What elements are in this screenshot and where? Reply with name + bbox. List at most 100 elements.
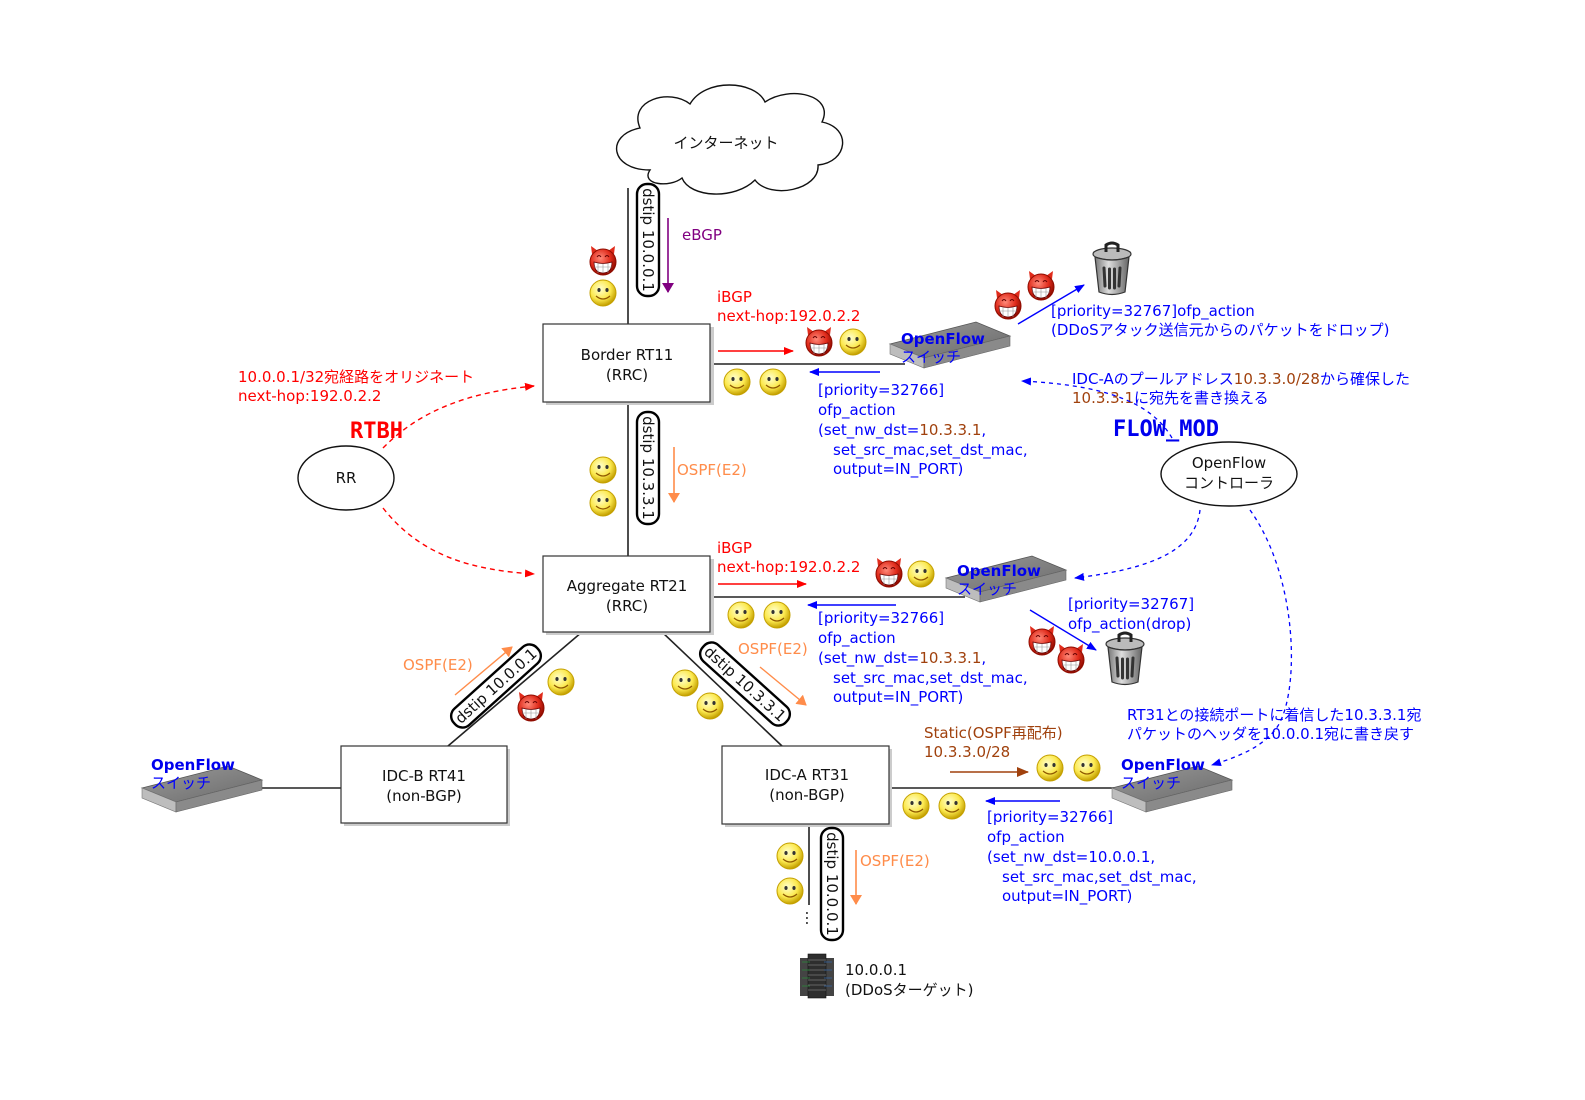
dstip-pill-border-aggregate: dstip 10.3.3.1 [635,410,661,526]
devil-face-icon [875,557,903,588]
smiley-face-icon [763,601,791,629]
svg-text:set_src_mac,set_dst_mac,: set_src_mac,set_dst_mac, [833,669,1028,688]
link-aggregate-idca [661,631,783,747]
rr-nexthop-text: next-hop:192.0.2.2 [238,387,381,405]
smiley-face-icon [776,842,804,870]
devil-face-icon [1028,625,1056,656]
router-idca-rt31[interactable]: IDC-A RT31 (non-BGP) [721,745,892,827]
ospf-arrow-aggregate-idca [759,666,807,706]
router-idcb-rt41[interactable]: IDC-B RT41 (non-BGP) [340,745,510,826]
svg-text:[priority=32766]: [priority=32766] [987,808,1113,826]
ospf-label-idca-target: OSPF(E2) [860,852,930,870]
aggregate-drop-rule-line2: ofp_action(drop) [1068,615,1191,634]
aggregate-ibgp-label: iBGP [717,539,752,557]
svg-text:[priority=32766]: [priority=32766] [818,381,944,399]
ddos-target-server[interactable]: 10.0.0.1 (DDoSターゲット) [800,953,974,999]
controller-rewrite-text-line1: IDC-Aのプールアドレス10.3.3.0/28から確保した [1072,370,1410,388]
openflow-switch-border[interactable]: OpenFlow スイッチ [889,321,1011,369]
svg-text:dstip 10.0.0.1: dstip 10.0.0.1 [823,832,841,936]
trash-can-icon [1091,241,1133,296]
smiley-face-icon [1073,754,1101,782]
svg-text:set_src_mac,set_dst_mac,: set_src_mac,set_dst_mac, [833,441,1028,460]
smiley-face-icon [902,792,930,820]
internet-cloud: インターネット [615,84,844,195]
ebgp-label: eBGP [682,226,722,244]
smiley-face-icon [759,368,787,396]
rr-to-aggregate-dashed-arrow [382,507,535,578]
static-route-label: Static(OSPF再配布) [924,724,1063,742]
border-drop-rule-line2: (DDoSアタック送信元からのパケットをドロップ) [1051,321,1390,339]
smiley-face-icon [907,560,935,588]
link-aggregate-idcb [447,631,583,747]
switch-label-line1: OpenFlow [1121,756,1205,774]
aggregate-rewrite-rule: [priority=32766] ofp_action (set_nw_dst=… [818,609,1028,707]
devil-face-icon [994,289,1022,320]
border-ibgp-label: iBGP [717,288,752,306]
switch-label-line2: スイッチ [1121,774,1181,792]
rr-label: RR [336,469,357,487]
ospf-label-aggregate-idcb: OSPF(E2) [403,656,473,674]
aggregate-drop-arrow [1029,609,1097,651]
smiley-face-icon [547,668,575,696]
switch-label-line1: OpenFlow [901,330,985,348]
dstip-pill-idca-target: dstip 10.0.0.1 [819,826,845,942]
internet-label: インターネット [673,134,778,152]
ospf-arrow-aggregate-idcb [454,646,513,696]
router-role: (RRC) [606,366,648,384]
controller-rewrite-text-line2: 10.3.3.1に宛先を書き換える [1072,389,1269,407]
svg-text:ofp_action: ofp_action [987,828,1065,847]
openflow-switch-aggregate[interactable]: OpenFlow スイッチ [945,555,1067,603]
controller-label-line1: OpenFlow [1192,454,1266,472]
switch-label-line1: OpenFlow [151,756,235,774]
devil-face-icon [589,245,617,276]
cloud-shape [615,84,844,195]
rr-originate-text: 10.0.0.1/32宛経路をオリジネート [238,368,474,386]
svg-text:output=IN_PORT): output=IN_PORT) [1002,887,1132,906]
controller-restore-text-line1: RT31との接続ポートに着信した10.3.3.1宛 [1127,706,1421,724]
idca-rewrite-rule: [priority=32766] ofp_action (set_nw_dst=… [987,808,1197,906]
smiley-face-icon [589,279,617,307]
link-continuation-ellipsis: … [802,911,820,926]
aggregate-nexthop-label: next-hop:192.0.2.2 [717,558,860,576]
route-reflector[interactable]: RR [297,445,395,511]
border-nexthop-label: next-hop:192.0.2.2 [717,307,860,325]
svg-text:set_src_mac,set_dst_mac,: set_src_mac,set_dst_mac, [1002,868,1197,887]
svg-text:ofp_action: ofp_action [818,629,896,648]
controller-to-idca-switch-dashed-arrow [1211,509,1293,767]
smiley-face-icon [589,456,617,484]
target-ip: 10.0.0.1 [845,961,907,979]
router-role: (non-BGP) [769,786,844,804]
rr-to-border-dashed-arrow [382,382,535,449]
router-border-rt11[interactable]: Border RT11 (RRC) [542,323,714,405]
smiley-face-icon [1036,754,1064,782]
server-rack-icon [800,953,834,999]
smiley-face-icon [727,601,755,629]
border-drop-rule-line1: [priority=32767]ofp_action [1051,302,1255,321]
openflow-switch-idcb[interactable]: OpenFlow スイッチ [141,756,263,813]
svg-text:(set_nw_dst=10.3.3.1,: (set_nw_dst=10.3.3.1, [818,649,986,668]
border-drop-arrow [1017,284,1085,325]
switch-label-line2: スイッチ [151,774,211,792]
openflow-controller[interactable]: OpenFlow コントローラ [1160,441,1298,507]
target-label: (DDoSターゲット) [845,981,974,999]
smiley-face-icon [776,877,804,905]
svg-text:(set_nw_dst=10.3.3.1,: (set_nw_dst=10.3.3.1, [818,421,986,440]
router-name: IDC-A RT31 [765,766,849,784]
openflow-switch-idca[interactable]: OpenFlow スイッチ [1111,756,1233,813]
router-name: Border RT11 [581,346,674,364]
switch-label-line1: OpenFlow [957,562,1041,580]
smiley-face-icon [723,368,751,396]
static-route-prefix: 10.3.3.0/28 [924,743,1010,761]
ospf-label-aggregate-idca: OSPF(E2) [738,640,808,658]
border-rewrite-rule: [priority=32766] ofp_action (set_nw_dst=… [818,381,1028,479]
trash-can-icon [1104,631,1146,686]
controller-to-aggregate-switch-dashed-arrow [1074,509,1201,581]
router-name: IDC-B RT41 [382,767,466,785]
smiley-face-icon [938,792,966,820]
svg-text:dstip 10.0.0.1: dstip 10.0.0.1 [639,188,657,292]
svg-text:(set_nw_dst=10.0.0.1,: (set_nw_dst=10.0.0.1, [987,848,1155,867]
ospf-label-border-aggregate: OSPF(E2) [677,461,747,479]
smiley-face-icon [589,489,617,517]
devil-face-icon [517,691,545,722]
router-aggregate-rt21[interactable]: Aggregate RT21 (RRC) [542,555,714,635]
